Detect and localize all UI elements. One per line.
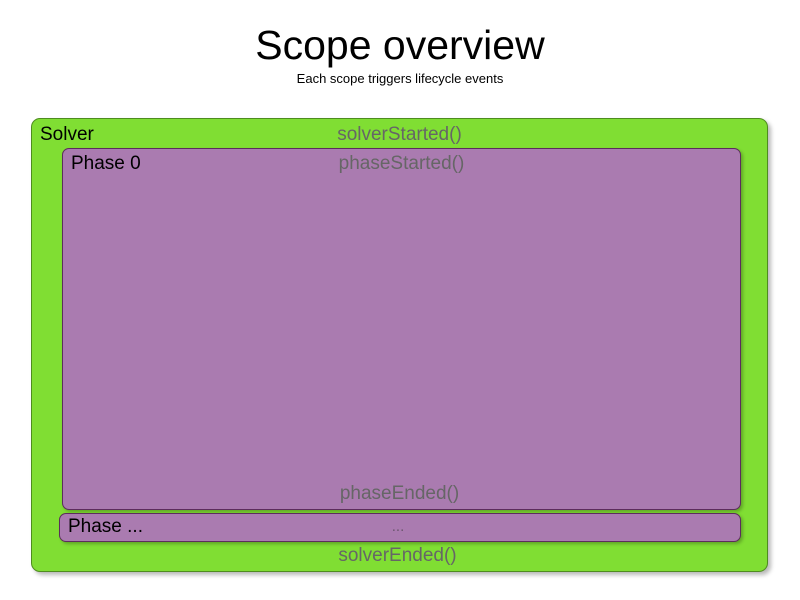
phase-0-start-row: Phase 0 phaseStarted() [63,150,740,178]
phase-n-row: Phase ... ... [60,513,740,541]
solver-ended-event-label: solverEnded() [338,545,457,566]
phase-ended-event-label: phaseEnded() [339,483,460,504]
solver-scope-label: Solver [40,124,94,145]
phase-0-scope-box: Phase 0 phaseStarted() phaseEnded() [62,148,741,510]
page-header: Scope overview Each scope triggers lifec… [0,0,800,86]
phase-n-scope-box: Phase ... ... [59,513,741,542]
page-subtitle: Each scope triggers lifecycle events [296,71,504,87]
solver-started-event-label: solverStarted() [337,124,462,145]
phase-0-end-row: phaseEnded() [63,480,740,508]
phase-started-event-label: phaseStarted() [338,153,465,174]
solver-scope-box: Solver solverStarted() Phase 0 phaseStar… [31,118,768,572]
phase-n-scope-label: Phase ... [68,516,143,537]
phase-n-event-label: ... [391,518,405,535]
page-title: Scope overview [255,22,545,68]
solver-end-row: solverEnded() [32,542,767,570]
solver-start-row: Solver solverStarted() [32,121,767,149]
phase-0-scope-label: Phase 0 [71,153,141,174]
